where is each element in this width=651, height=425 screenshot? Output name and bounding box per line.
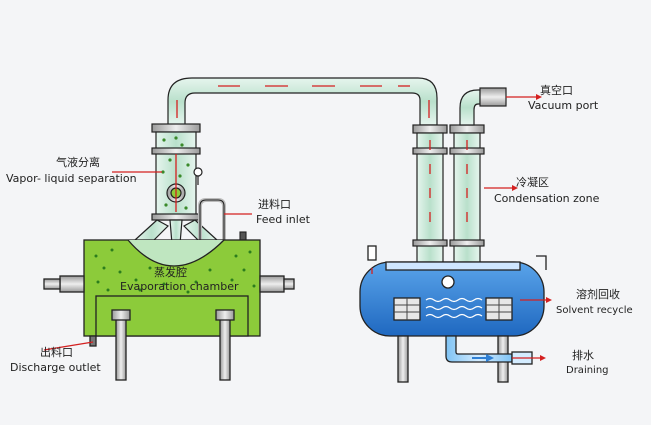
- evaporation-chamber-label-cn: 蒸发腔: [154, 266, 187, 279]
- leader-lines: [43, 96, 546, 359]
- feed-inlet-label-cn: 进料口: [258, 198, 291, 211]
- vapor-pipe: [167, 77, 438, 126]
- solvent-recycle-label-cn: 溶剂回收: [576, 288, 620, 301]
- solvent-recycle-label: Solvent recycle: [556, 305, 633, 316]
- vacuum-port-label-cn: 真空口: [540, 84, 573, 97]
- evaporator-chamber: [43, 239, 295, 381]
- feed-inlet-label: Feed inlet: [256, 213, 310, 226]
- separator-column: [133, 123, 219, 245]
- vacuum-port-label: Vacuum port: [528, 99, 599, 112]
- draining-label: Draining: [566, 365, 609, 376]
- vapor-separation-label: Vapor- liquid separation: [6, 172, 137, 185]
- vapor-separation-label-cn: 气液分离: [56, 156, 100, 169]
- condensation-zone-label-cn: 冷凝区: [516, 176, 549, 189]
- condenser-tubes: [412, 87, 507, 274]
- feed-inlet-pipe: [198, 198, 247, 296]
- solvent-tank: [359, 245, 547, 383]
- condensation-zone-label: Condensation zone: [494, 192, 600, 205]
- discharge-outlet-label: Discharge outlet: [10, 361, 101, 374]
- discharge-outlet-label-cn: 出料口: [40, 346, 73, 359]
- evaporation-chamber-label: Evaporation chamber: [120, 280, 239, 293]
- leader-arrows: [512, 94, 552, 361]
- draining-label-cn: 排水: [572, 349, 594, 362]
